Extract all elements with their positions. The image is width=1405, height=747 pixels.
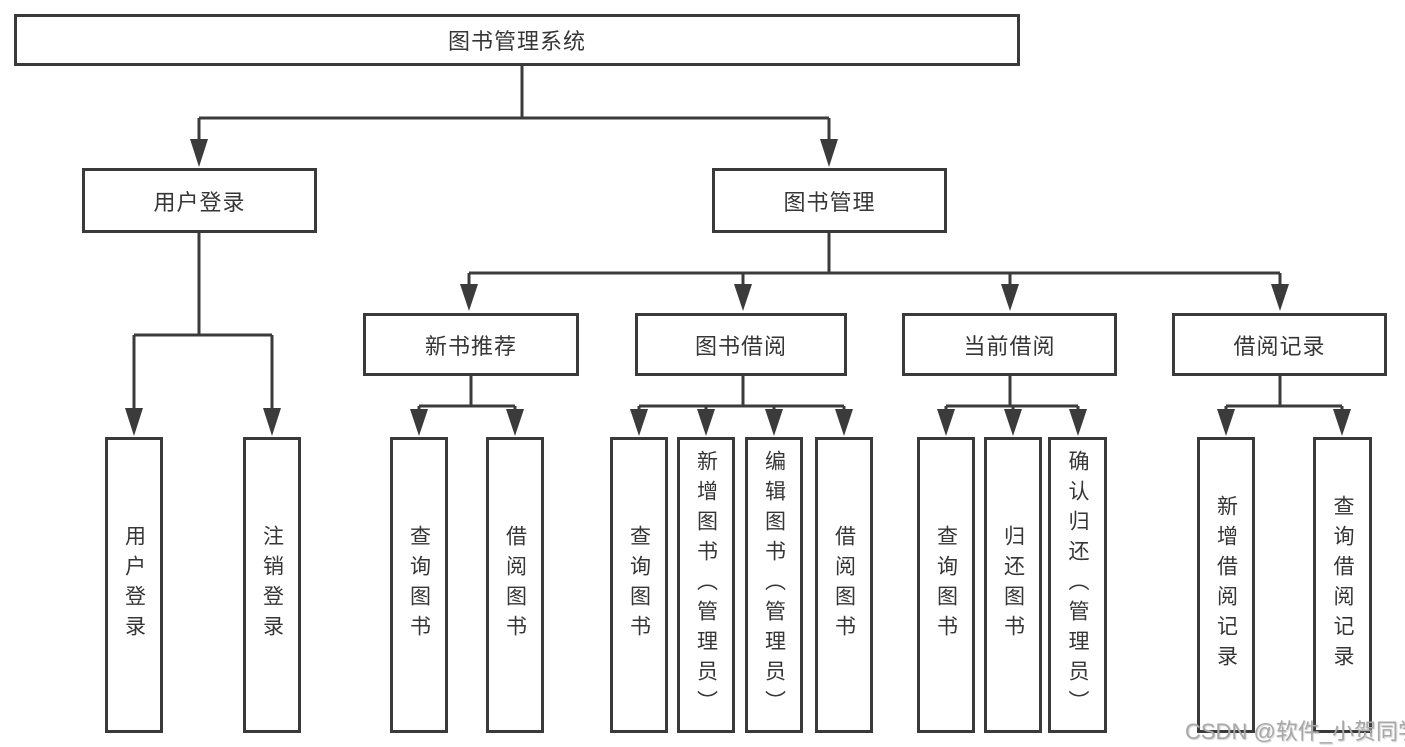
leaf-newbook-borrow-books: 借阅图书 [486,437,544,733]
node-borrow-record: 借阅记录 [1172,313,1387,376]
arrowhead [1004,409,1022,436]
node-new-book-recommend: 新书推荐 [363,313,579,376]
leaf-record-add-record: 新增借阅记录 [1197,437,1255,733]
connector-new-book-group [410,376,524,436]
node-user-login: 用户登录 [82,168,317,233]
node-root-system-label: 图书管理系统 [447,29,586,54]
arrowhead [765,409,783,436]
connector-user-login-group [125,233,281,436]
node-current-borrow: 当前借阅 [902,313,1117,376]
connector-book-borrow-group [630,376,853,436]
leaf-logout: 注销登录 [243,437,301,733]
leaf-current-query-books: 查询图书 [917,437,975,733]
connector-level1 [190,66,838,167]
leaf-current-confirm-return-admin: 确认归还（管理员） [1048,437,1107,733]
leaf-logout-label: 注销登录 [260,525,284,645]
leaf-borrow-borrow-books: 借阅图书 [815,437,873,733]
arrowhead [1069,409,1087,436]
node-current-borrow-label: 当前借阅 [963,333,1056,359]
leaf-current-confirm-return-admin-label: 确认归还（管理员） [1066,450,1089,720]
leaf-borrow-query-books-label: 查询图书 [627,525,651,645]
leaf-current-query-books-label: 查询图书 [934,525,958,645]
arrowhead [697,409,715,436]
node-book-management: 图书管理 [712,168,947,233]
arrowhead [410,409,428,436]
leaf-borrow-borrow-books-label: 借阅图书 [832,525,856,645]
arrowhead [263,408,281,436]
leaf-newbook-query-books-label: 查询图书 [407,525,431,645]
connector-current-borrow-group [937,376,1087,436]
leaf-borrow-add-books-admin-label: 新增图书（管理员） [694,450,718,720]
arrowhead [734,284,752,311]
leaf-record-query-record: 查询借阅记录 [1313,437,1372,733]
leaf-newbook-borrow-books-label: 借阅图书 [503,525,527,645]
arrowhead [835,409,853,436]
leaf-borrow-query-books: 查询图书 [610,437,668,733]
node-book-borrow-label: 图书借阅 [694,333,787,359]
arrowhead [506,409,524,436]
arrowhead [1333,409,1351,436]
node-new-book-recommend-label: 新书推荐 [424,333,517,359]
node-book-borrow: 图书借阅 [635,313,847,376]
connector-book-management-group [460,233,1289,311]
leaf-record-add-record-label: 新增借阅记录 [1214,495,1238,675]
leaf-current-return-books: 归还图书 [984,437,1042,733]
leaf-current-return-books-label: 归还图书 [1001,525,1025,645]
node-book-management-label: 图书管理 [783,189,876,215]
leaf-newbook-query-books: 查询图书 [390,437,448,733]
leaf-borrow-add-books-admin: 新增图书（管理员） [677,437,735,733]
connector-borrow-record-group [1217,376,1351,436]
leaf-borrow-edit-books-admin-label: 编辑图书（管理员） [762,450,786,720]
arrowhead [937,409,955,436]
leaf-user-login: 用户登录 [105,437,163,733]
arrowhead [820,139,838,167]
node-root-system: 图书管理系统 [14,14,1020,66]
arrowhead [1001,284,1019,311]
node-user-login-label: 用户登录 [153,189,246,215]
arrowhead [125,408,143,436]
leaf-user-login-label: 用户登录 [122,525,146,645]
csdn-watermark: CSDN @软件_小贺同学 [1185,719,1405,744]
arrowhead [190,139,208,167]
leaf-record-query-record-label: 查询借阅记录 [1331,495,1354,675]
arrowhead [1217,409,1235,436]
leaf-borrow-edit-books-admin: 编辑图书（管理员） [745,437,803,733]
node-borrow-record-label: 借阅记录 [1233,333,1326,359]
arrowhead [1271,284,1289,311]
arrowhead [630,409,648,436]
arrowhead [460,284,478,311]
